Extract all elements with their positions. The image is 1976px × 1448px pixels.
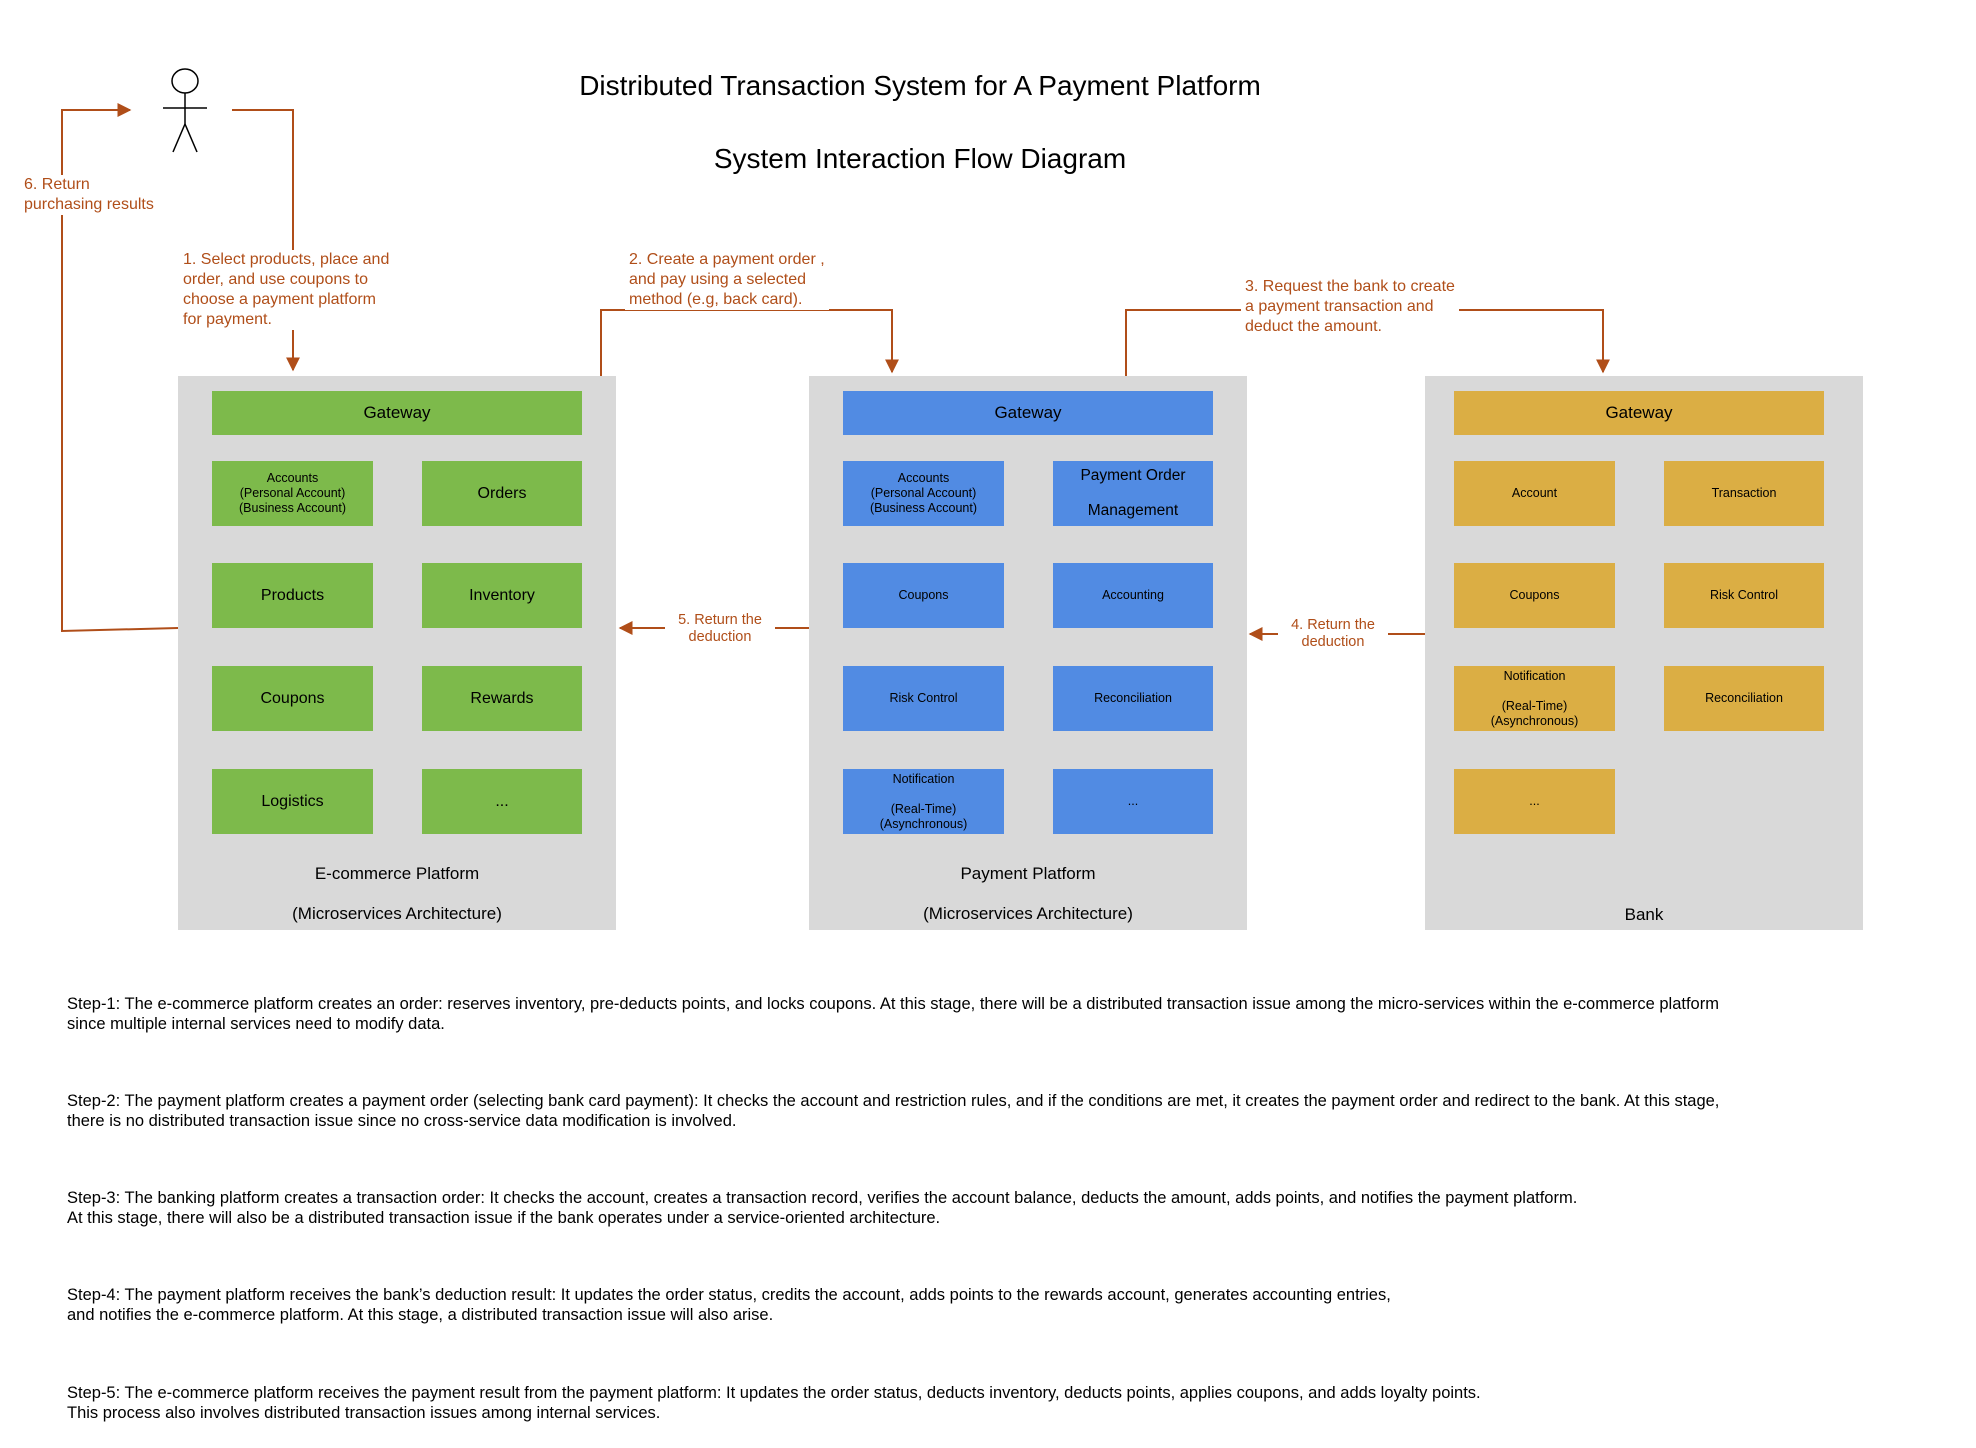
payment-platform-label: Payment Platform [960, 864, 1096, 883]
bank-transaction-service: Transaction [1664, 461, 1824, 526]
payment-platform-panel: Gateway Accounts (Personal Account) (Bus… [809, 376, 1247, 930]
payment-risk-control-service: Risk Control [843, 666, 1004, 731]
bank-notification-service: Notification (Real-Time) (Asynchronous) [1454, 666, 1615, 731]
payment-notification-line: Notification [892, 771, 955, 786]
arrow-1-user-to-ecommerce [232, 109, 300, 372]
ecommerce-rewards-service: Rewards [422, 666, 582, 731]
payment-accounts-line: Accounts [897, 471, 950, 485]
arrow-4-label: 4. Return the deduction [1278, 617, 1388, 651]
bank-account-service: Account [1454, 461, 1615, 526]
payment-order-management-service: Payment Order Management [1053, 461, 1213, 526]
ecommerce-platform-label: E-commerce Platform [314, 864, 480, 883]
payment-coupons-service: Coupons [843, 563, 1004, 628]
payment-accounting-service: Accounting [1053, 563, 1213, 628]
step-5-description: Step-5: The e-commerce platform receives… [67, 1384, 1481, 1422]
ecommerce-gateway: Gateway [212, 391, 582, 435]
ecommerce-orders-service: Orders [422, 461, 582, 526]
ecommerce-accounts-line: (Personal Account) [239, 486, 346, 500]
payment-accounts-line: (Personal Account) [870, 486, 977, 500]
payment-accounts-service: Accounts (Personal Account) (Business Ac… [843, 461, 1004, 526]
arrow-6-ecommerce-to-user [61, 103, 179, 633]
arrow-2-ecommerce-to-payment [600, 309, 899, 376]
bank-notification-line: (Real-Time) [1501, 698, 1568, 713]
arrow-5-label: 5. Return the deduction [665, 612, 775, 646]
step-4-description: Step-4: The payment platform receives th… [67, 1286, 1391, 1324]
ecommerce-more-services: ... [422, 769, 582, 834]
ecommerce-accounts-line: (Business Account) [239, 501, 346, 515]
bank-label: Bank [1624, 905, 1664, 924]
bank-more-services: ... [1454, 769, 1615, 834]
ecommerce-products-service: Products [212, 563, 373, 628]
user-stick-figure-icon [163, 68, 207, 153]
ecommerce-inventory-service: Inventory [422, 563, 582, 628]
step-3-description: Step-3: The banking platform creates a t… [67, 1189, 1578, 1227]
bank-gateway: Gateway [1454, 391, 1824, 435]
bank-coupons-service: Coupons [1454, 563, 1615, 628]
diagram-subtitle: System Interaction Flow Diagram [713, 143, 1127, 174]
payment-architecture-label: (Microservices Architecture) [923, 904, 1133, 923]
ecommerce-architecture-label: (Microservices Architecture) [292, 904, 502, 923]
step-2-description: Step-2: The payment platform creates a p… [67, 1092, 1720, 1130]
payment-notification-line: (Real-Time) [890, 801, 957, 816]
ecommerce-coupons-service: Coupons [212, 666, 373, 731]
payment-notification-service: Notification (Real-Time) (Asynchronous) [843, 769, 1004, 834]
payment-order-management-line: Management [1087, 501, 1179, 519]
ecommerce-platform-panel: Gateway Accounts (Personal Account) (Bus… [178, 376, 616, 930]
bank-risk-control-service: Risk Control [1664, 563, 1824, 628]
bank-notification-line: (Asynchronous) [1490, 713, 1579, 728]
payment-accounts-line: (Business Account) [870, 501, 977, 515]
bank-reconciliation-service: Reconciliation [1664, 666, 1824, 731]
ecommerce-logistics-service: Logistics [212, 769, 373, 834]
arrow-6-label: 6. Return purchasing results [24, 175, 154, 215]
ecommerce-accounts-line: Accounts [266, 471, 319, 485]
arrow-3-label: 3. Request the bank to create a payment … [1241, 277, 1459, 337]
arrow-2-label: 2. Create a payment order , and pay usin… [625, 250, 829, 310]
ecommerce-accounts-service: Accounts (Personal Account) (Business Ac… [212, 461, 373, 526]
payment-order-management-line: Payment Order [1080, 466, 1186, 484]
payment-gateway: Gateway [843, 391, 1213, 435]
diagram-title: Distributed Transaction System for A Pay… [579, 70, 1261, 101]
bank-panel: Gateway Account Transaction Coupons Risk… [1425, 376, 1863, 930]
payment-reconciliation-service: Reconciliation [1053, 666, 1213, 731]
step-1-description: Step-1: The e-commerce platform creates … [67, 995, 1719, 1033]
payment-notification-line: (Asynchronous) [879, 816, 968, 831]
payment-more-services: ... [1053, 769, 1213, 834]
bank-notification-line: Notification [1503, 668, 1566, 683]
arrow-1-label: 1. Select products, place and order, and… [183, 250, 394, 330]
